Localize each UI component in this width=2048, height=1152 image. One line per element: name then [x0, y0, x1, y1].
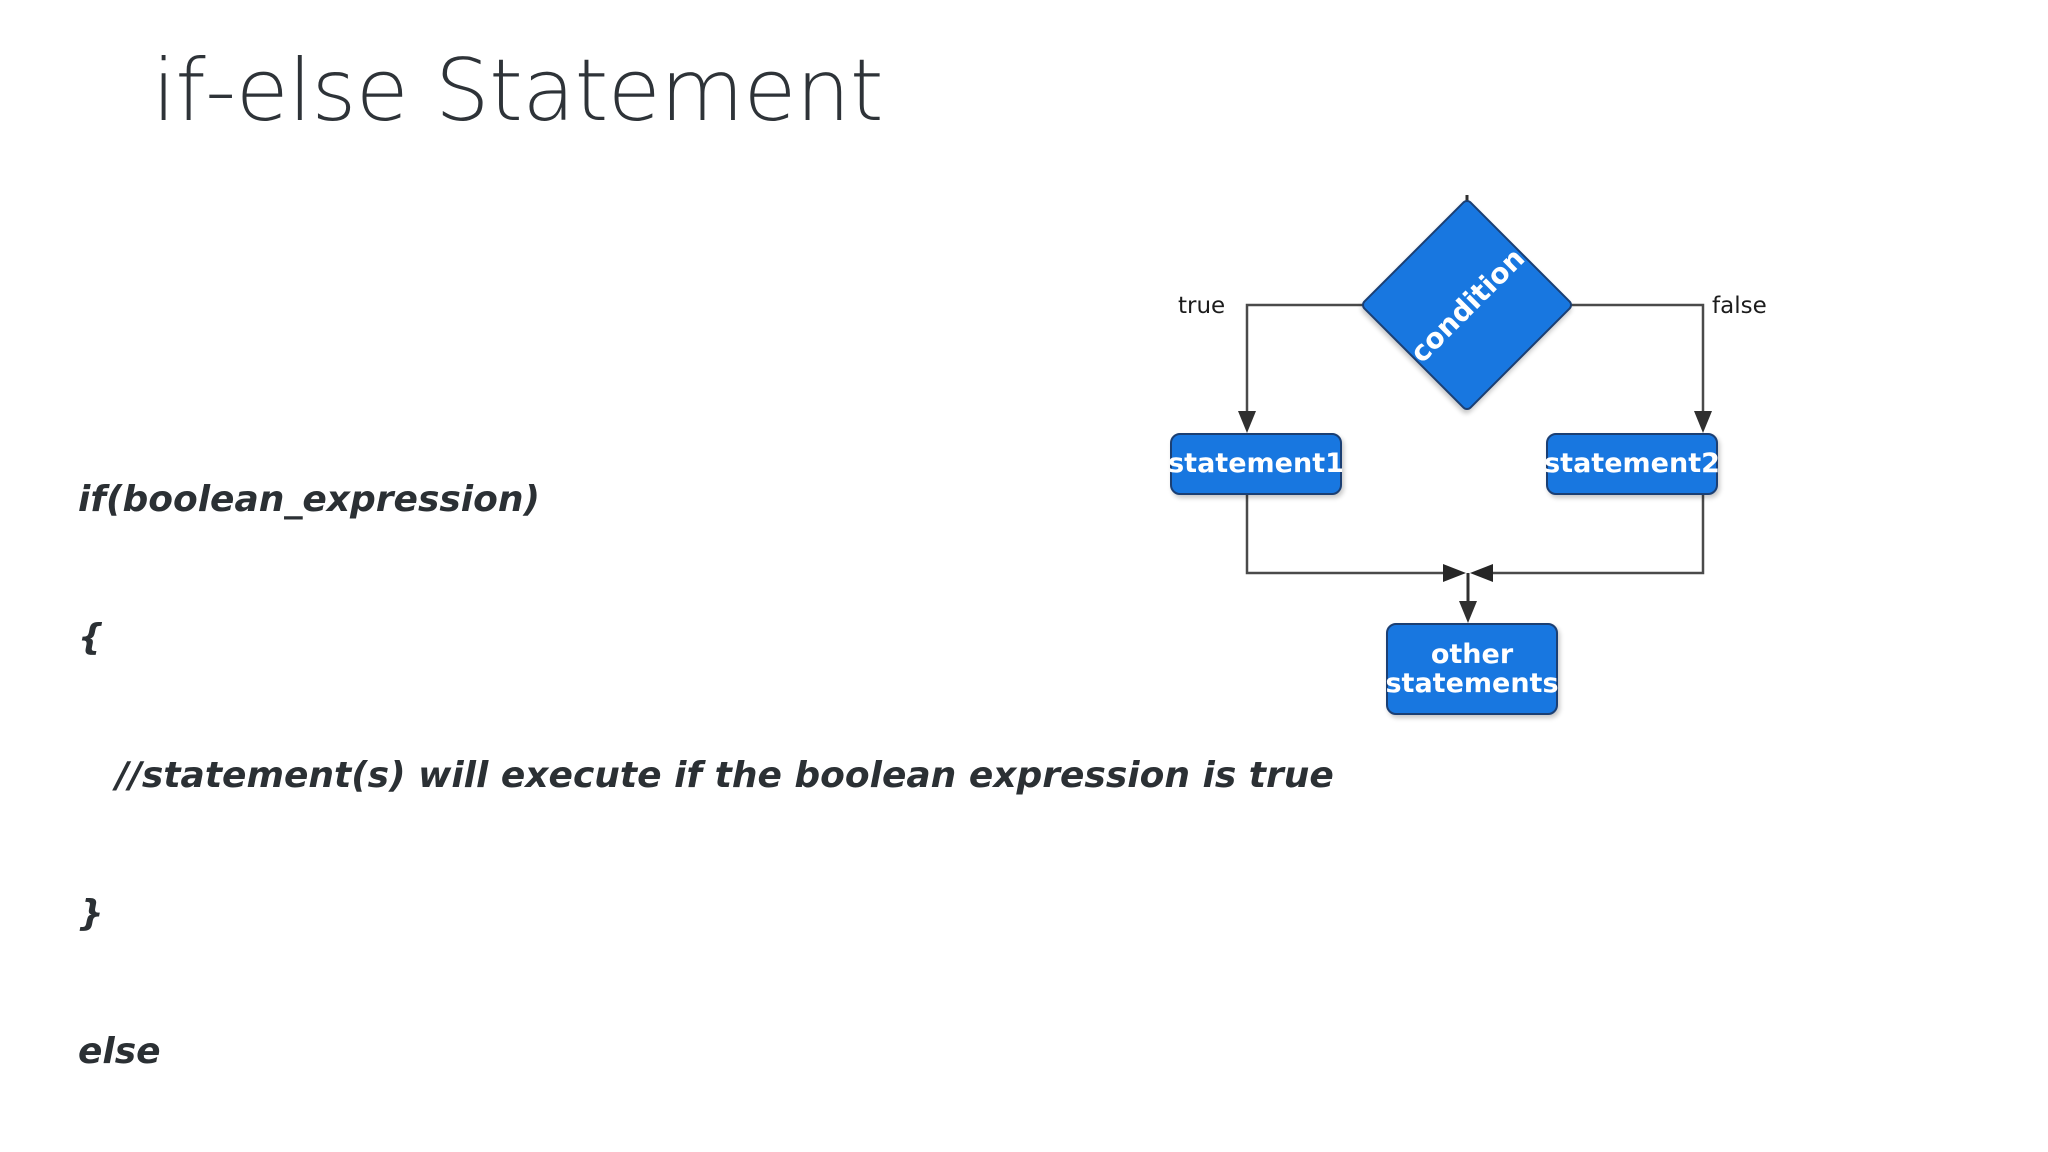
node-other-statements-line2: statements [1385, 668, 1559, 699]
code-line: } [78, 893, 104, 934]
flowchart-diagram: condition true false statement1 statemen… [1150, 195, 1890, 955]
arrowhead-true [1238, 411, 1256, 433]
code-line: else [78, 1031, 161, 1072]
node-condition[interactable]: condition [1359, 197, 1575, 413]
connector-true [1245, 303, 1391, 423]
flowchart-connectors [1238, 195, 1712, 623]
edge-label-true: true [1178, 293, 1226, 319]
arrowhead-false [1694, 411, 1712, 433]
arrowhead-merge-right [1470, 564, 1493, 582]
node-statement1[interactable]: statement1 [1168, 433, 1344, 495]
connector-merge-right [1481, 493, 1705, 575]
node-other-statements-line1: other [1430, 638, 1514, 670]
connector-false [1543, 303, 1705, 423]
code-line: if(boolean_expression) [78, 479, 540, 520]
node-statement2-label: statement2 [1544, 448, 1720, 480]
node-statement2[interactable]: statement2 [1544, 433, 1720, 495]
arrowhead-merge-left [1443, 564, 1466, 582]
code-line: //statement(s) will execute if the boole… [78, 755, 1334, 796]
code-block: if(boolean_expression) { //statement(s) … [78, 385, 1334, 1152]
node-condition-label: condition [1403, 241, 1531, 369]
edge-label-false: false [1712, 293, 1767, 319]
arrowhead-other [1459, 601, 1477, 623]
node-other-statements[interactable]: other statements [1385, 623, 1559, 715]
connector-merge-left [1245, 493, 1455, 575]
code-line: { [78, 617, 104, 658]
node-statement1-label: statement1 [1168, 448, 1344, 480]
page-title: if-else Statement [152, 41, 884, 141]
